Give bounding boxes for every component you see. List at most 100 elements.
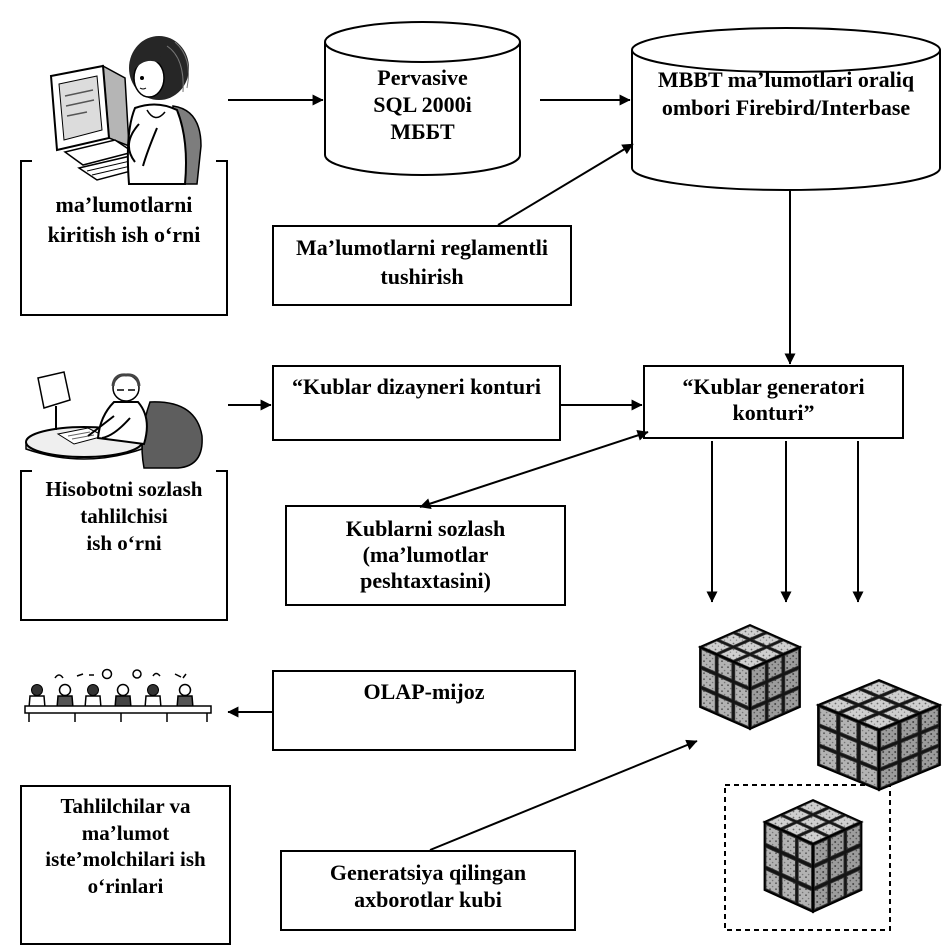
woman-body (126, 103, 187, 185)
cube-sticker (798, 830, 828, 844)
cube-sticker (814, 884, 829, 910)
label-line: “Kublar generatori (682, 374, 865, 399)
cube-sticker (735, 640, 765, 654)
cylinder-top (631, 27, 941, 73)
cube-sticker (814, 808, 844, 822)
cube-sticker (701, 688, 716, 713)
cube-sticker (830, 831, 845, 858)
cube-sticker (900, 755, 919, 780)
analyst-at-desk-icon (25, 371, 203, 469)
cube-sticker (820, 697, 857, 713)
group-at-desks-icon (24, 668, 212, 722)
cube-sticker (900, 735, 919, 760)
cube-sticker (880, 763, 898, 789)
cube-sticker (861, 697, 897, 713)
report-analyst-workstation-box: Hisobotni sozlash tahlilchisi ish o‘rni (20, 470, 228, 621)
cube-sticker (735, 655, 765, 669)
cube-sticker (798, 800, 828, 814)
cylinder-top (324, 21, 521, 63)
cube-sticker (767, 676, 783, 700)
label-line: OLAP-mijoz (363, 679, 485, 704)
box-label: Ma’lumotlarni reglamentli tushirish (274, 233, 570, 291)
label-line: Tahlilchilar va (60, 794, 191, 818)
analyst-arms (87, 415, 131, 439)
cube-sticker (717, 656, 733, 680)
cube-sticker (784, 648, 799, 673)
olap-cube-icon (762, 799, 864, 914)
cube-sticker (839, 735, 858, 760)
speech-doodles (54, 673, 94, 679)
label-line: Generatsiya qilingan (329, 860, 527, 885)
cube-sticker (781, 876, 796, 903)
cube-sticker (797, 884, 812, 910)
data-entry-workstation-box: ma’lumotlarni kiritish ish o‘rni (20, 160, 228, 316)
cube-sticker (751, 703, 766, 728)
label-line: konturi” (732, 400, 815, 425)
generated-cube-box: Generatsiya qilingan axborotlar kubi (280, 850, 576, 931)
cube-sticker (846, 824, 861, 850)
person (56, 683, 74, 709)
generated-cube-dashed-frame (724, 784, 891, 931)
desk-legs (28, 713, 208, 722)
cube-sticker (819, 726, 837, 752)
cylinder-body (631, 50, 941, 191)
label-line: iste’molchilari ish (45, 847, 206, 871)
cube-sticker (846, 869, 861, 896)
arrow-generator-setup-bidirectional (419, 430, 649, 509)
cube-sticker (797, 838, 812, 865)
cube-sticker (901, 697, 938, 713)
cube-sticker (846, 846, 861, 873)
cube-sticker (767, 696, 783, 720)
cube-sticker (784, 688, 799, 713)
label-line: o‘rinlari (87, 873, 164, 898)
label-line: SQL 2000i (373, 92, 472, 117)
cube-sticker (701, 648, 716, 673)
pervasive-database-label: Pervasive SQL 2000i МББТ (325, 64, 520, 145)
speech-bubble (101, 668, 113, 680)
collar (146, 109, 166, 119)
cube-sticker (734, 663, 749, 688)
label-line: Hisobotni sozlash (45, 477, 203, 501)
cube-sticker (718, 647, 748, 661)
olap-cube-icon (815, 679, 943, 792)
scheduled-unload-box: Ma’lumotlarni reglamentli tushirish (272, 225, 572, 306)
label-line: “Kublar dizayneri konturi (292, 374, 541, 399)
label-line: ombori Firebird/Interbase (661, 95, 911, 120)
cube-sticker (717, 676, 733, 700)
cube-sticker (861, 714, 897, 729)
cube-sticker (814, 822, 844, 836)
label-line: ma’lumot (81, 820, 170, 845)
cube-designer-box: “Kublar dizayneri konturi (272, 365, 561, 441)
staging-store-label: MBBT ma’lumotlari oraliq ombori Firebird… (632, 66, 940, 122)
label-line: Ma’lumotlarni reglamentli (296, 235, 548, 260)
cube-setup-box: Kublarni sozlash (ma’lumotlar peshtaxtas… (285, 505, 566, 606)
person (176, 683, 194, 709)
cube-sticker (921, 726, 939, 752)
cube-sticker (839, 715, 858, 740)
cube-sticker (784, 668, 799, 693)
cube-sticker (752, 647, 782, 661)
paper-lines (67, 431, 95, 440)
analyst-body (96, 401, 148, 446)
cube-sticker (765, 824, 780, 850)
cube-sticker (768, 640, 798, 654)
box-label: “Kublar generatori konturi” (645, 374, 902, 426)
person (28, 684, 46, 709)
label-line: ma’lumotlarni (55, 192, 193, 217)
label-line: peshtaxtasini) (360, 568, 491, 593)
box-label: Generatsiya qilingan axborotlar kubi (282, 859, 574, 913)
cube-sticker (860, 723, 878, 749)
hair-strands (166, 41, 189, 93)
box-label: “Kublar dizayneri konturi (274, 373, 559, 401)
cube-sticker (819, 746, 837, 772)
cube-sticker (752, 633, 782, 647)
woman-eye (140, 76, 144, 80)
cube-sticker (751, 663, 766, 688)
speech-bubble (132, 669, 142, 679)
label-line: axborotlar kubi (354, 887, 502, 912)
analyst-hair (111, 373, 141, 387)
woman-mouth (139, 87, 147, 90)
label-line: (ma’lumotlar (362, 542, 489, 567)
woman-at-computer-icon (49, 36, 202, 185)
cube-sticker (814, 861, 829, 888)
